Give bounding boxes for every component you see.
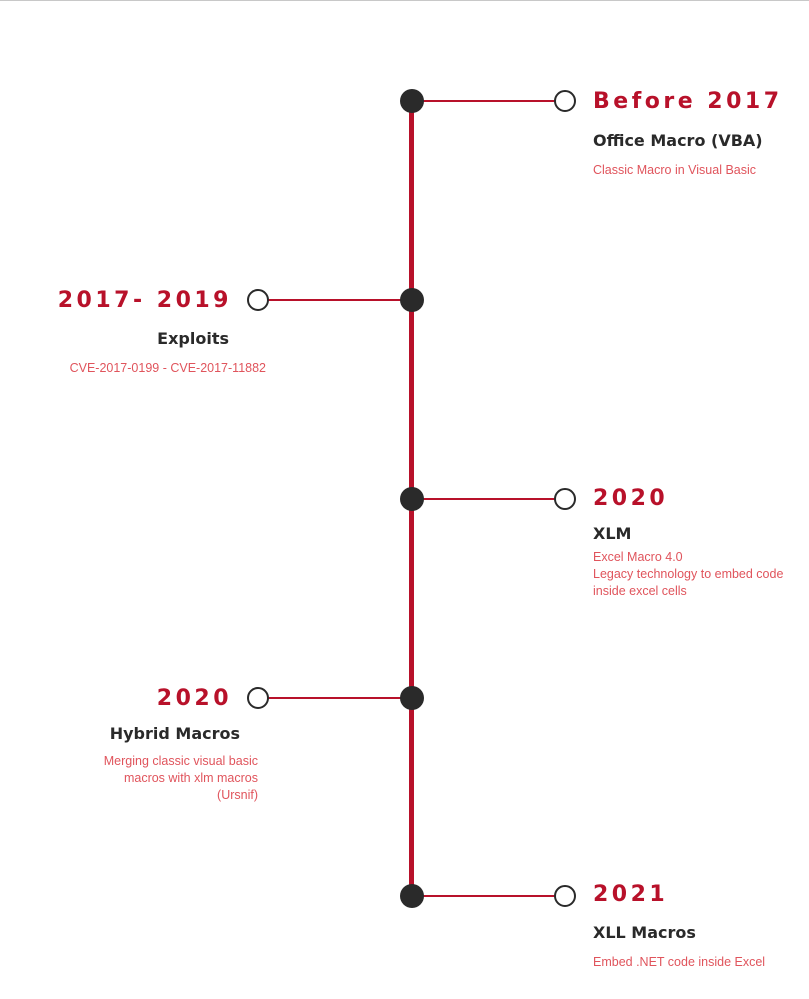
- milestone-description: CVE-2017-0199 - CVE-2017-11882: [36, 360, 266, 377]
- milestone-marker: [247, 289, 269, 311]
- milestone-marker: [554, 885, 576, 907]
- milestone-description: Embed .NET code inside Excel: [593, 954, 803, 971]
- description-line: inside excel cells: [593, 584, 687, 598]
- description-line: Merging classic visual basic: [103, 754, 258, 768]
- timeline-node: [400, 884, 424, 908]
- description-line: Classic Macro in Visual Basic: [593, 163, 757, 177]
- timeline-node: [400, 288, 424, 312]
- connector-line: [411, 895, 557, 897]
- description-line: CVE-2017-0199 - CVE-2017-11882: [69, 361, 266, 375]
- milestone-description: Excel Macro 4.0 Legacy technology to emb…: [593, 549, 803, 600]
- description-line: Legacy technology to embed code: [593, 567, 784, 581]
- milestone-title: XLL Macros: [593, 923, 696, 942]
- milestone-title: XLM: [593, 524, 632, 543]
- connector-line: [411, 498, 557, 500]
- connector-line: [266, 299, 412, 301]
- description-line: Excel Macro 4.0: [593, 550, 683, 564]
- milestone-description: Merging classic visual basic macros with…: [48, 753, 258, 804]
- milestone-marker: [554, 488, 576, 510]
- timeline-node: [400, 686, 424, 710]
- milestone-title: Exploits: [157, 329, 229, 348]
- connector-line: [266, 697, 412, 699]
- timeline-node: [400, 89, 424, 113]
- milestone-year: Before 2017: [593, 89, 783, 114]
- milestone-description: Classic Macro in Visual Basic: [593, 162, 803, 179]
- description-line: (Ursnif): [217, 788, 258, 802]
- milestone-year: 2020: [156, 686, 232, 711]
- milestone-title: Hybrid Macros: [109, 724, 240, 743]
- milestone-year: 2021: [593, 882, 669, 907]
- description-line: Embed .NET code inside Excel: [593, 955, 766, 969]
- connector-line: [411, 100, 557, 102]
- milestone-year: 2020: [593, 486, 669, 511]
- milestone-year: 2017- 2019: [57, 288, 232, 313]
- milestone-marker: [554, 90, 576, 112]
- description-line: macros with xlm macros: [123, 771, 258, 785]
- milestone-marker: [247, 687, 269, 709]
- top-divider: [0, 0, 809, 1]
- milestone-title: Office Macro (VBA): [593, 131, 763, 150]
- timeline-node: [400, 487, 424, 511]
